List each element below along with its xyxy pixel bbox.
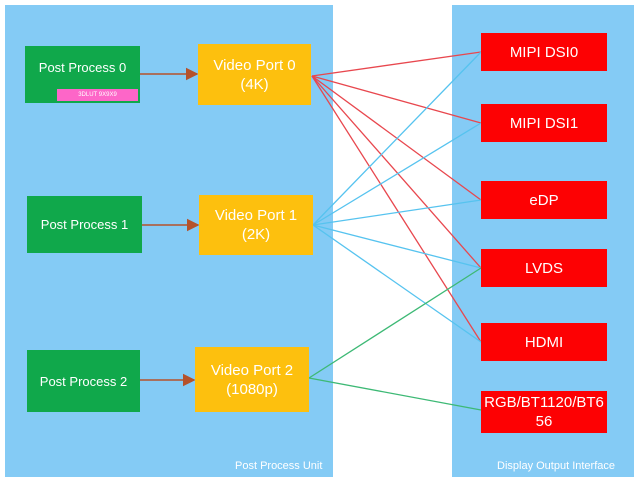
link-vp0-to-mipi-dsi0	[311, 51, 482, 77]
video-port-1-name: Video Port 1	[214, 207, 298, 224]
output-edp-label: eDP	[529, 191, 559, 209]
output-mipi-dsi0[interactable]: MIPI DSI0	[481, 33, 607, 71]
video-port-0[interactable]: Video Port 0 (4K)	[198, 44, 311, 105]
output-mipi-dsi1[interactable]: MIPI DSI1	[481, 104, 607, 142]
video-port-1[interactable]: Video Port 1 (2K)	[199, 195, 313, 255]
output-edp[interactable]: eDP	[481, 181, 607, 219]
output-mipi-dsi0-label: MIPI DSI0	[509, 43, 579, 61]
output-hdmi-label: HDMI	[524, 333, 564, 351]
link-vp1-to-hdmi	[312, 224, 482, 343]
link-vp2-to-lvds	[308, 267, 482, 379]
link-vp1-to-mipi-dsi0	[312, 51, 482, 226]
output-hdmi[interactable]: HDMI	[481, 323, 607, 361]
post-process-0-label: Post Process 0	[38, 60, 127, 75]
output-lvds-label: LVDS	[524, 259, 564, 277]
video-port-2-resolution: (1080p)	[226, 380, 278, 398]
post-process-unit-label: Post Process Unit	[235, 460, 323, 472]
link-vp0-to-mipi-dsi1	[311, 75, 482, 124]
link-vp1-to-edp	[312, 199, 482, 226]
output-mipi-dsi1-label: MIPI DSI1	[509, 114, 579, 132]
post-process-1-label: Post Process 1	[40, 217, 129, 232]
video-port-0-name: Video Port 0	[213, 56, 296, 74]
link-vp0-to-hdmi	[311, 75, 482, 343]
video-port-2-name: Video Port 2	[210, 361, 294, 379]
link-vp1-to-mipi-dsi1	[312, 122, 482, 226]
post-process-2-label: Post Process 2	[39, 373, 128, 389]
link-vp0-to-lvds	[311, 75, 482, 269]
post-process-1[interactable]: Post Process 1	[27, 196, 142, 253]
link-vp0-to-edp	[311, 75, 482, 201]
link-vp1-to-lvds	[312, 224, 482, 269]
link-vp2-to-rgb	[308, 377, 482, 411]
display-output-interface-label: Display Output Interface	[497, 460, 616, 472]
output-lvds[interactable]: LVDS	[481, 249, 607, 287]
video-port-0-resolution: (4K)	[240, 75, 269, 93]
output-rgb-bt1120-bt656[interactable]: RGB/BT1120/BT656	[481, 391, 607, 433]
video-port-1-resolution: (2K)	[241, 226, 271, 243]
3dlut-badge: 3DLUT 9X9X9	[57, 89, 138, 101]
video-port-2[interactable]: Video Port 2 (1080p)	[195, 347, 309, 412]
post-process-2[interactable]: Post Process 2	[27, 350, 140, 412]
output-rgb-bt1120-bt656-label: RGB/BT1120/BT656	[484, 394, 604, 430]
